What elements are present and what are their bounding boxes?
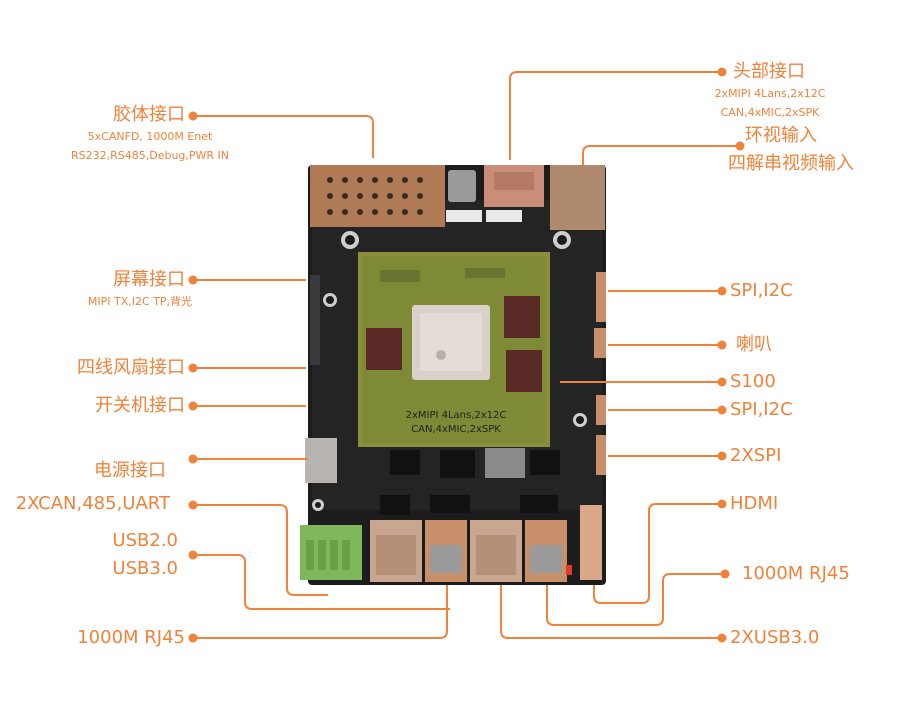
label-surround-input: 环视输入 xyxy=(745,125,817,146)
label-glue-port: 胶体接口 xyxy=(113,104,185,125)
label-power-port: 电源接口 xyxy=(94,460,166,481)
label-screen-desc: MIPI TX,I2C TP,背光 xyxy=(87,295,193,308)
callout-dot-spi2 xyxy=(717,405,727,415)
label-head-desc-1: 2xMIPI 4Lans,2x12C xyxy=(714,87,826,100)
label-head-port: 头部接口 xyxy=(733,61,805,82)
label-head-desc-2: CAN,4xMIC,2xSPK xyxy=(720,106,820,119)
power-connector xyxy=(305,438,337,483)
spi-connector-1 xyxy=(596,272,606,322)
label-rj45-left: 1000M RJ45 xyxy=(77,627,185,648)
callout-dot-can xyxy=(188,500,198,510)
memory-chip-3 xyxy=(506,350,542,392)
callout-dot-fan xyxy=(188,363,198,373)
callout-dot-s100 xyxy=(717,377,727,387)
surround-connector xyxy=(550,165,605,230)
callout-dot-rj45-left xyxy=(188,633,198,643)
label-glue-desc-1: 5xCANFD, 1000M Enet xyxy=(87,130,213,143)
label-spi-i2c-1: SPI,I2C xyxy=(730,280,793,301)
label-can-485-uart: 2XCAN,485,UART xyxy=(15,493,170,514)
label-speaker: 喇叭 xyxy=(736,334,772,355)
memory-chip-1 xyxy=(366,328,402,370)
label-deser-video-input: 四解串视频输入 xyxy=(728,153,854,174)
hdmi-port xyxy=(580,505,602,580)
label-screen-port: 屏幕接口 xyxy=(113,269,185,290)
label-usb20: USB2.0 xyxy=(112,530,178,551)
label-glue-desc-2: RS232,RS485,Debug,PWR IN xyxy=(70,149,230,162)
label-fan-port: 四线风扇接口 xyxy=(77,357,185,378)
label-power-switch-port: 开关机接口 xyxy=(95,395,185,416)
label-s100: S100 xyxy=(730,371,776,392)
label-2xspi: 2XSPI xyxy=(730,445,782,466)
callout-dot-2xspi xyxy=(717,451,727,461)
screen-connector xyxy=(310,275,320,365)
callout-dot-spi1 xyxy=(717,286,727,296)
label-spi-i2c-2: SPI,I2C xyxy=(730,399,793,420)
callout-dot-switch xyxy=(188,401,198,411)
board-overlay-text-1: 2xMIPI 4Lans,2x12C xyxy=(405,410,507,421)
label-usb30: USB3.0 xyxy=(112,558,178,579)
callout-dot-usb xyxy=(188,550,198,560)
usb-c-port xyxy=(448,170,476,202)
callout-dot-speaker xyxy=(717,340,727,350)
label-rj45-right: 1000M RJ45 xyxy=(742,563,850,584)
label-2xusb30: 2XUSB3.0 xyxy=(730,627,820,648)
callout-dot-surround xyxy=(735,141,745,151)
callout-dot-glue xyxy=(188,111,198,121)
callout-dot-power xyxy=(188,454,198,464)
callout-dot-head xyxy=(717,67,727,77)
callout-dot-2xusb xyxy=(717,633,727,643)
callout-dot-screen xyxy=(188,275,198,285)
board-overlay-text-2: CAN,4xMIC,2xSPK xyxy=(411,424,501,435)
speaker-connector xyxy=(594,328,606,358)
memory-chip-2 xyxy=(504,296,540,338)
callout-dot-rj45-right xyxy=(720,569,730,579)
callout-dot-hdmi xyxy=(717,499,727,509)
spi-connector-2 xyxy=(596,395,606,425)
label-hdmi: HDMI xyxy=(730,493,779,514)
spi-2x-connector xyxy=(596,435,606,475)
